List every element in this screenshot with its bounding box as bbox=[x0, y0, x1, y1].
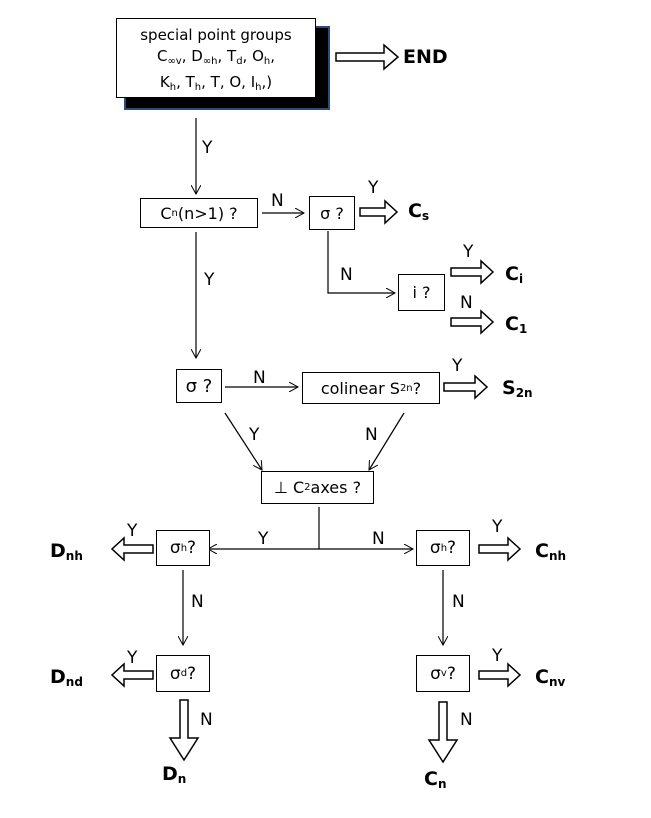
result-end: END bbox=[403, 46, 448, 68]
label-y: Y bbox=[204, 270, 215, 290]
hollow-arrow-cs bbox=[359, 199, 399, 225]
question-sigma-2: σ ? bbox=[176, 369, 222, 403]
result-cs: Cs bbox=[408, 200, 430, 223]
hollow-arrow-dnh bbox=[110, 536, 154, 562]
edge-sigma-i bbox=[327, 231, 395, 293]
label-n: N bbox=[365, 425, 378, 445]
result-c1: C1 bbox=[505, 313, 528, 336]
hollow-arrow-dn bbox=[168, 699, 200, 762]
hollow-arrow-cnh bbox=[478, 536, 522, 562]
label-y: Y bbox=[463, 242, 474, 262]
result-dnh: Dnh bbox=[50, 540, 83, 563]
hollow-arrow-dnd bbox=[110, 662, 154, 688]
start-line2: C∞v, D∞h, Td, Oh, bbox=[156, 47, 276, 67]
start-line3: Kh, Th, T, O, Ih,) bbox=[159, 73, 273, 93]
question-i: i ? bbox=[398, 274, 445, 311]
result-s2n: S2n bbox=[502, 377, 533, 400]
label-n: N bbox=[372, 529, 385, 549]
label-y: Y bbox=[127, 521, 138, 541]
label-n: N bbox=[340, 265, 353, 285]
label-n: N bbox=[200, 710, 213, 730]
label-y: Y bbox=[368, 178, 379, 198]
label-y: Y bbox=[492, 646, 503, 666]
hollow-arrow-cnv bbox=[478, 662, 522, 688]
label-y: Y bbox=[258, 529, 269, 549]
label-n: N bbox=[452, 592, 465, 612]
label-n: N bbox=[460, 710, 473, 730]
label-y: Y bbox=[452, 356, 463, 376]
hollow-arrow-c1 bbox=[450, 309, 495, 335]
label-y: Y bbox=[492, 517, 503, 537]
label-y: Y bbox=[249, 425, 260, 445]
label-n: N bbox=[253, 368, 266, 388]
hollow-arrow-end bbox=[335, 43, 400, 71]
label-n: N bbox=[460, 293, 473, 313]
edge-sigma2-c2 bbox=[224, 412, 262, 470]
start-title: special point groups bbox=[140, 26, 292, 44]
question-sigma: σ ? bbox=[309, 196, 355, 230]
result-dnd: Dnd bbox=[50, 666, 83, 689]
start-box: special point groups C∞v, D∞h, Td, Oh, K… bbox=[116, 18, 316, 98]
result-ci: Ci bbox=[505, 263, 524, 286]
label-n: N bbox=[271, 191, 284, 211]
edge-s2n-c2 bbox=[369, 412, 405, 470]
result-cnv: Cnv bbox=[535, 666, 566, 689]
hollow-arrow-s2n bbox=[443, 374, 489, 400]
label-y: Y bbox=[127, 648, 138, 668]
result-cn: Cn bbox=[424, 768, 447, 791]
hollow-arrow-cn bbox=[427, 701, 459, 764]
hollow-arrow-ci bbox=[450, 259, 495, 285]
label-n: N bbox=[191, 592, 204, 612]
result-cnh: Cnh bbox=[535, 540, 567, 563]
label-y: Y bbox=[202, 138, 213, 158]
result-dn: Dn bbox=[162, 763, 187, 786]
